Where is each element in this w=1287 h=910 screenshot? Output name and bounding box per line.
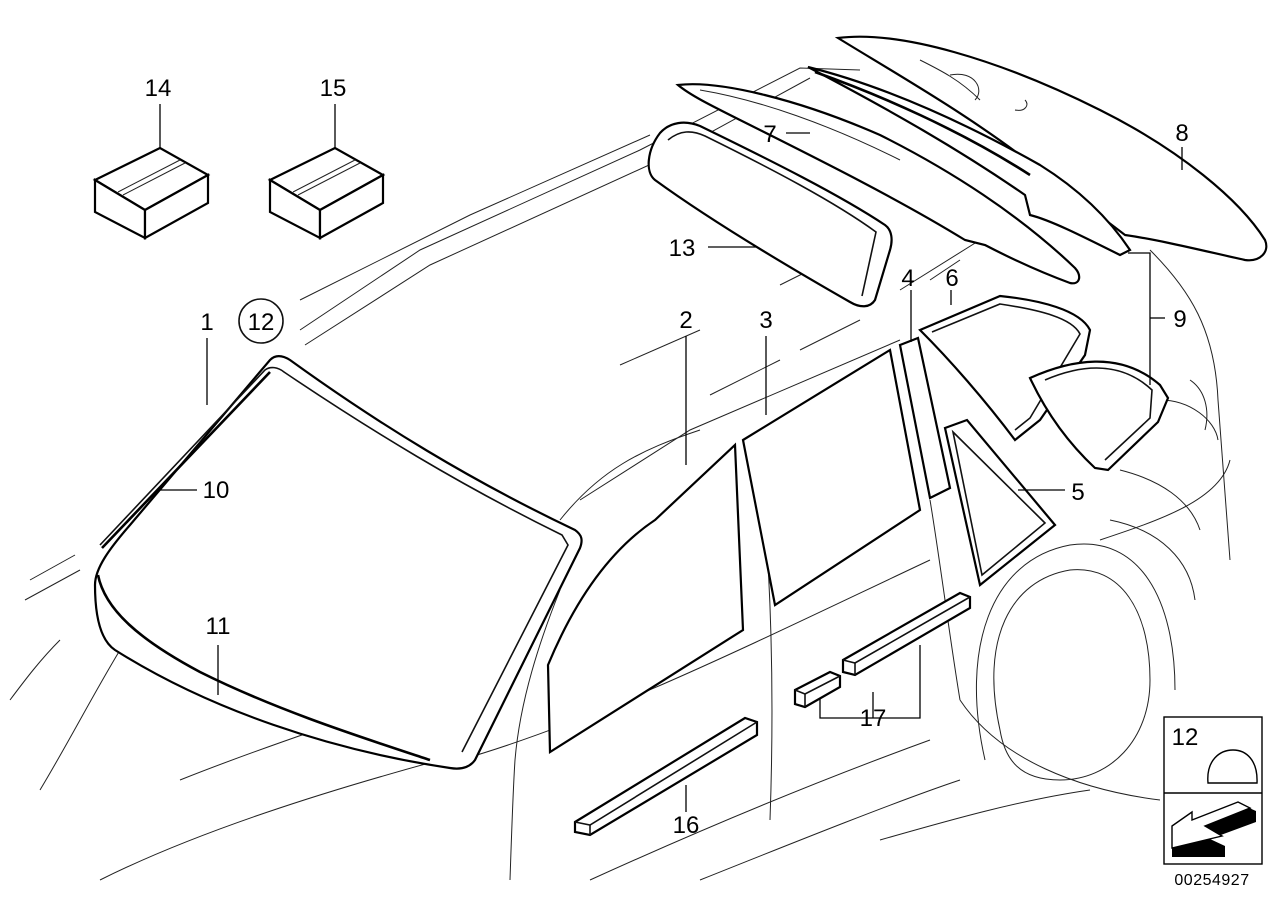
arrow-symbol-icon xyxy=(1171,801,1256,857)
label-8: 8 xyxy=(1175,120,1188,147)
rear-window-part-9 xyxy=(1028,360,1170,472)
rear-door-glass-part-3 xyxy=(741,348,922,607)
windshield-part-1 xyxy=(93,355,583,770)
label-13: 13 xyxy=(669,235,696,262)
label-1: 1 xyxy=(200,309,213,336)
door-glass-strip-part-4 xyxy=(898,336,952,500)
label-12: 12 xyxy=(248,309,275,336)
seal-strip-part-16 xyxy=(573,716,759,837)
box-part-14 xyxy=(92,146,211,240)
car-body-outline xyxy=(9,67,1231,881)
label-6: 6 xyxy=(945,265,958,292)
dome-plug-icon xyxy=(1207,749,1258,784)
label-10: 10 xyxy=(203,477,230,504)
label-7: 7 xyxy=(763,121,776,148)
label-17: 17 xyxy=(860,705,887,732)
roof-strip-part-7 xyxy=(675,83,1081,285)
roof-glass-part-13 xyxy=(647,121,893,308)
front-door-glass-part-2 xyxy=(546,442,745,754)
label-5: 5 xyxy=(1071,479,1084,506)
legend-box: 12 xyxy=(1163,716,1263,865)
label-4: 4 xyxy=(901,265,914,292)
circled-label-ring xyxy=(238,298,284,344)
box-part-15 xyxy=(267,146,386,240)
upper-roof-panel-part-8 xyxy=(834,35,1268,262)
label-2: 2 xyxy=(679,307,692,334)
label-3: 3 xyxy=(759,307,772,334)
seal-strip-part-17-short xyxy=(793,670,842,709)
label-9: 9 xyxy=(1173,306,1186,333)
label-11: 11 xyxy=(206,613,231,640)
label-16: 16 xyxy=(673,812,700,839)
rear-strip-part-9 xyxy=(807,65,1132,257)
leader-lines xyxy=(157,104,1183,812)
seal-strip-part-17-long xyxy=(841,591,972,677)
part-labels: 14 15 1 12 10 11 2 3 4 6 5 7 8 9 13 16 1… xyxy=(145,75,1189,839)
legend-label-12: 12 xyxy=(1172,724,1199,751)
document-number: 00254927 xyxy=(1174,872,1249,889)
label-14: 14 xyxy=(145,75,172,102)
label-15: 15 xyxy=(320,75,347,102)
quarter-glass-triangle-part-5 xyxy=(943,418,1057,587)
